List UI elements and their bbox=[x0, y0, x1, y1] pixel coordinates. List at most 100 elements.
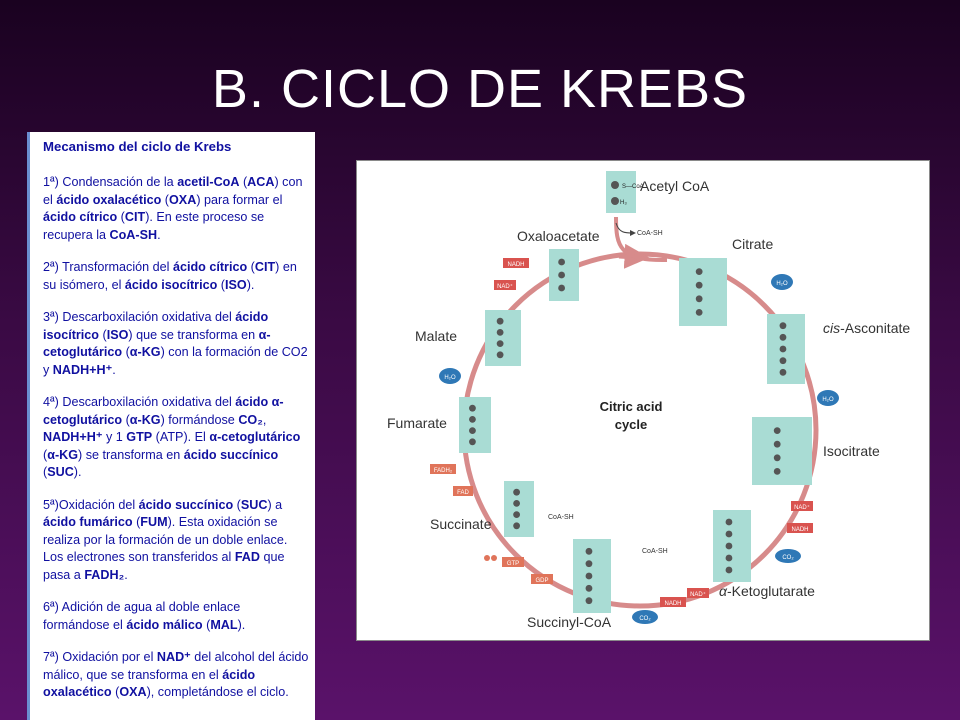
nad-oxaloacetate-text: NAD⁺ bbox=[497, 283, 513, 290]
mechanism-step-4: 4ª) Descarboxilación oxidativa del ácido… bbox=[43, 394, 309, 482]
cycle-svg: Citric acid cycle S—CoA H₃ Acetyl CoA Co… bbox=[387, 171, 910, 630]
step-3-segment: ( bbox=[122, 345, 130, 359]
step-3-segment: NADH+H⁺ bbox=[52, 362, 113, 377]
step-4-segment: ( bbox=[43, 447, 48, 462]
mechanism-step-6: 6ª) Adición de agua al doble enlace form… bbox=[43, 599, 309, 634]
carbon-atom-dot bbox=[773, 440, 781, 448]
acetyl-coa-label: Acetyl CoA bbox=[640, 178, 710, 194]
carbon-atom-dot bbox=[496, 317, 504, 325]
slide-title: B. CICLO DE KREBS bbox=[211, 59, 749, 119]
step-3-segment: ( bbox=[99, 327, 107, 342]
step-1-segment: ACA bbox=[247, 175, 275, 189]
nad-kg-badge: NAD⁺ bbox=[687, 588, 709, 598]
step-7-segment: ácido oxalacético bbox=[43, 667, 256, 700]
nad-oxaloacetate-badge: NAD⁺ bbox=[494, 280, 516, 290]
cis-prefix: cis bbox=[823, 320, 840, 336]
h2o-out-text: H₂O bbox=[776, 281, 788, 287]
malate-molecule bbox=[485, 310, 521, 366]
step-6-segment: 6ª) Adición de agua al doble enlace form… bbox=[43, 600, 241, 632]
isocitrate-label: Isocitrate bbox=[823, 443, 880, 459]
step-5-segment: FUM bbox=[140, 515, 168, 529]
krebs-cycle-diagram: Citric acid cycle S—CoA H₃ Acetyl CoA Co… bbox=[356, 160, 930, 641]
carbon-atom-dot bbox=[779, 357, 787, 365]
step-4-segment: NADH+H⁺ bbox=[43, 430, 103, 444]
step-3-segment: ISO bbox=[106, 327, 129, 342]
mechanism-step-2: 2ª) Transformación del ácido cítrico (CI… bbox=[43, 259, 309, 294]
carbon-atom-dot bbox=[585, 560, 593, 568]
fadh2-badge: FADH₂ bbox=[430, 464, 456, 474]
step-6-segment: ( bbox=[202, 617, 211, 632]
nad-kg-text: NAD⁺ bbox=[690, 591, 706, 598]
center-label-line2: cycle bbox=[615, 417, 648, 432]
step-4-segment: SUC bbox=[47, 465, 74, 479]
co2-kg-text: CO₂ bbox=[639, 616, 651, 622]
carbon-atom-dot bbox=[585, 584, 593, 592]
step-4-segment: ácido succínico bbox=[183, 447, 279, 462]
mechanism-step-3: 3ª) Descarboxilación oxidativa del ácido… bbox=[43, 309, 309, 379]
succinate-molecule bbox=[504, 481, 534, 537]
h2o-malate-badge: H₂O bbox=[439, 368, 461, 384]
succinyl-coa-label: Succinyl-CoA bbox=[527, 614, 612, 630]
carbon-atom-dot bbox=[695, 268, 703, 275]
nad-isocitrate-text: NAD⁺ bbox=[794, 504, 810, 511]
step-4-segment: y 1 bbox=[102, 430, 127, 444]
step-5-segment: ) a bbox=[267, 497, 283, 512]
step-5-segment: ácido succínico bbox=[138, 497, 234, 512]
step-2-segment: ISO bbox=[224, 277, 247, 292]
nadh-oxaloacetate-badge: NADH bbox=[503, 258, 529, 268]
acetyl-coa-molecule: S—CoA H₃ bbox=[606, 171, 644, 213]
citrate-molecule bbox=[679, 258, 727, 326]
step-4-segment: , bbox=[262, 412, 267, 427]
fumarate-molecule bbox=[459, 397, 491, 453]
gdp-badge: GDP bbox=[531, 574, 553, 584]
co2-isocitrate-badge: CO₂ bbox=[775, 549, 801, 563]
acetyl-entry-arrow bbox=[614, 216, 668, 263]
carbon-atom-dot bbox=[513, 511, 520, 518]
step-5-segment: 5ª)Oxidación del bbox=[43, 497, 139, 512]
fadh2-text: FADH₂ bbox=[434, 468, 453, 474]
coa-sh-kg-label: CoA-SH bbox=[642, 548, 668, 555]
coa-sh-top-label: CoA-SH bbox=[637, 230, 663, 237]
step-7-segment: ), completándose el ciclo. bbox=[146, 685, 289, 699]
step-4-segment: α-KG bbox=[129, 412, 161, 427]
step-1-segment: ( bbox=[117, 210, 125, 224]
step-4-segment: ) formándose bbox=[160, 412, 239, 427]
mechanism-step-5: 5ª)Oxidación del ácido succínico (SUC) a… bbox=[43, 497, 309, 585]
step-4-segment: GTP bbox=[126, 430, 153, 444]
carbon-atom-dot bbox=[773, 468, 781, 475]
carbon-atom-dot bbox=[469, 427, 476, 434]
step-1-segment: ( bbox=[239, 175, 248, 189]
step-4-segment: ( bbox=[43, 465, 48, 479]
acetyl-coa-s-coa-label: S—CoA bbox=[622, 184, 644, 190]
step-5-segment: ( bbox=[233, 497, 241, 512]
mechanism-steps: 1ª) Condensación de la acetil-CoA (ACA) … bbox=[43, 174, 309, 702]
ketoglutarate-label: α-Ketoglutarate bbox=[719, 583, 815, 599]
step-5-segment: SUC bbox=[240, 497, 268, 512]
step-4-segment: α-KG bbox=[47, 447, 79, 462]
nadh-kg-badge: NADH bbox=[660, 597, 686, 607]
carbon-atom-dot bbox=[773, 454, 781, 462]
step-4-segment: (ATP). El bbox=[152, 430, 210, 444]
carbon-atom-dot bbox=[725, 542, 733, 550]
coa-sh-succinate-label: CoA-SH bbox=[548, 514, 574, 521]
carbon-atom-dot bbox=[558, 284, 565, 292]
step-1-segment: CIT bbox=[124, 210, 146, 224]
step-1-segment: CoA-SH bbox=[109, 227, 158, 242]
coa-sh-release-arrow bbox=[615, 222, 636, 236]
step-6-segment: MAL bbox=[210, 617, 238, 632]
carbon-atom-dot bbox=[695, 295, 703, 303]
step-3-segment: ácido isocítrico bbox=[43, 310, 269, 342]
step-6-segment: ácido málico bbox=[126, 617, 203, 632]
carbon-atom-dot bbox=[558, 271, 565, 279]
carbon-atom-dot bbox=[725, 566, 733, 574]
step-5-segment: FAD bbox=[234, 550, 260, 564]
acetyl-coa-ch3-label: H₃ bbox=[620, 200, 627, 206]
carbon-atom-dot bbox=[469, 404, 476, 412]
step-1-segment: ( bbox=[161, 192, 170, 207]
step-7-segment: NAD⁺ bbox=[156, 650, 191, 664]
gtp-text: GTP bbox=[507, 561, 519, 567]
carbon-atom-dot bbox=[695, 281, 703, 289]
step-1-segment: ácido oxalacético bbox=[56, 192, 162, 207]
h2o-out-badge: H₂O bbox=[771, 274, 793, 290]
step-5-segment: FADH₂ bbox=[84, 567, 125, 582]
